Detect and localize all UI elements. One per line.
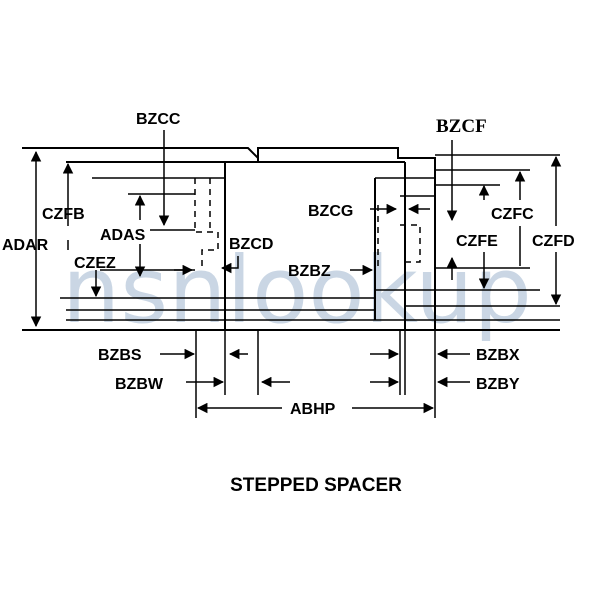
- label-czez: CZEZ: [74, 255, 116, 272]
- label-bzbw: BZBW: [115, 376, 164, 393]
- label-bzbz: BZBZ: [288, 263, 331, 280]
- label-bzcg: BZCG: [308, 203, 353, 220]
- diagram-title: STEPPED SPACER: [230, 475, 402, 496]
- label-bzcf: BZCF: [436, 116, 487, 137]
- label-bzbs: BZBS: [98, 347, 142, 364]
- label-bzcc: BZCC: [136, 111, 181, 128]
- label-adas: ADAS: [100, 227, 146, 244]
- label-czfb: CZFB: [42, 206, 85, 223]
- label-bzby: BZBY: [476, 376, 520, 393]
- label-bzbx: BZBX: [476, 347, 520, 364]
- spacer-outline: [22, 147, 560, 418]
- dimension-labels: ADAR CZFB ADAS CZEZ BZCC BZCF BZCG BZCD …: [2, 111, 575, 418]
- label-adar: ADAR: [2, 237, 49, 254]
- label-czfe: CZFE: [456, 233, 498, 250]
- label-czfc: CZFC: [491, 206, 534, 223]
- label-bzcd: BZCD: [229, 236, 273, 253]
- dimension-arrows: [30, 130, 562, 414]
- label-czfd: CZFD: [532, 233, 575, 250]
- label-abhp: ABHP: [290, 401, 336, 418]
